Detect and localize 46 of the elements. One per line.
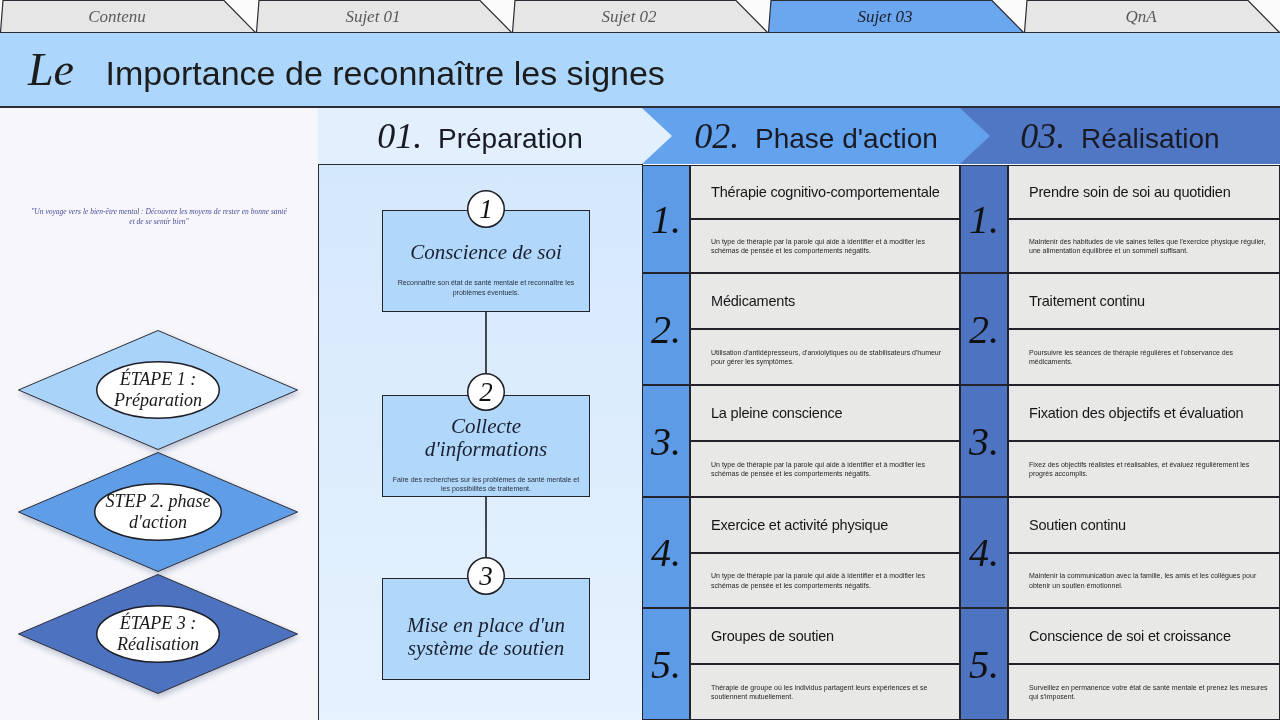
step-title: Collecte d'informations xyxy=(423,414,549,461)
column-heading: 02. Phase d'action xyxy=(694,115,938,157)
number-cell: 5. xyxy=(642,608,690,720)
column-heading: 03. Réalisation xyxy=(1020,115,1220,157)
nav-tab: Contenu xyxy=(0,0,256,33)
connector-line xyxy=(485,496,487,558)
nav-tab: Sujet 03 xyxy=(768,0,1024,33)
number-circle: 3 xyxy=(467,557,505,595)
step-oval: ÉTAPE 1 : Préparation xyxy=(96,361,220,419)
column-heading: 01. Préparation xyxy=(377,115,583,157)
number-cell: 4. xyxy=(960,497,1008,608)
nav-tab: Sujet 01 xyxy=(256,0,512,33)
step-title: Conscience de soi xyxy=(410,241,562,265)
step-title: Mise en place d'un système de soutien xyxy=(406,613,566,661)
heading-cell: Exercice et activité physique xyxy=(690,497,960,553)
number-cell: 2. xyxy=(642,273,690,385)
heading-cell: La pleine conscience xyxy=(690,385,960,441)
number-circle: 1 xyxy=(467,190,505,228)
number-cell: 5. xyxy=(960,608,1008,720)
diamond-shape xyxy=(18,574,298,694)
nav-tab: Sujet 02 xyxy=(512,0,768,33)
connector-line xyxy=(485,311,487,374)
number-cell: 1. xyxy=(960,165,1008,273)
nav-tab: QnA xyxy=(1024,0,1280,33)
number-cell: 3. xyxy=(960,385,1008,497)
heading-cell: Traitement continu xyxy=(1008,273,1280,329)
heading-cell: Soutien continu xyxy=(1008,497,1280,553)
diamond-shape xyxy=(18,330,298,450)
heading-cell: Groupes de soutien xyxy=(690,608,960,664)
step-oval: ÉTAPE 3 : Réalisation xyxy=(96,605,220,663)
chevron-banner xyxy=(318,108,672,164)
heading-cell: Prendre soin de soi au quotidien xyxy=(1008,165,1280,219)
number-cell: 4. xyxy=(642,497,690,608)
number-circle: 2 xyxy=(467,373,505,411)
step-oval: STEP 2. phase d'action xyxy=(94,483,222,541)
number-cell: 3. xyxy=(642,385,690,497)
slide-title: Le Importance de reconnaître les signes xyxy=(28,43,665,96)
heading-cell: Thérapie cognitivo-comportementale xyxy=(690,165,960,219)
number-cell: 2. xyxy=(960,273,1008,385)
chevron-banner xyxy=(642,108,990,164)
heading-cell: Médicaments xyxy=(690,273,960,329)
diamond-shape xyxy=(18,452,298,572)
header-banner xyxy=(960,108,1280,164)
heading-cell: Fixation des objectifs et évaluation xyxy=(1008,385,1280,441)
number-cell: 1. xyxy=(642,165,690,273)
heading-cell: Conscience de soi et croissance xyxy=(1008,608,1280,664)
